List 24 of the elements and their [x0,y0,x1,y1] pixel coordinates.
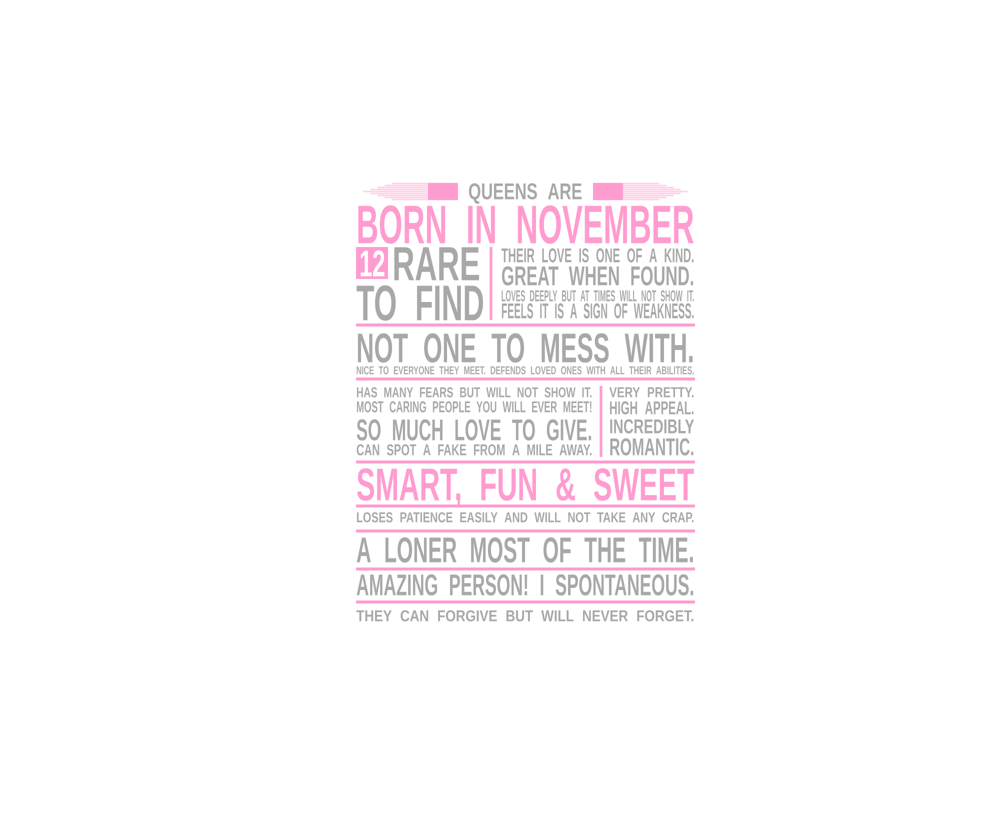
body-text: HAS MANY FEARS BUT WILL NOT SHOW IT. [356,387,592,398]
body-text: TO FIND [356,285,484,321]
body-text: LOVES DEEPLY BUT AT TIMES WILL NOT SHOW IT. [502,290,694,302]
body-text: THEIR LOVE IS ONE OF A KIND. [501,248,694,262]
body-text: ROMANTIC. [610,438,694,456]
body-text: MOST CARING PEOPLE YOU WILL EVER MEET! [356,401,592,412]
body-text: GREAT WHEN FOUND. [502,266,694,286]
body-text: INCREDIBLY [610,419,694,434]
body-text: NICE TO EVERYONE THEY MEET. DEFENDS LOVED ONES WITH ALL THEIR ABILITIES. [356,366,694,374]
body-text: SO MUCH LOVE TO GIVE. [356,419,592,441]
body-text: LOSES PATIENCE EASILY AND WILL NOT TAKE ANY CRAP. [357,512,694,522]
body-text: RARE [394,247,480,280]
number-badge: 12 [356,247,388,279]
slogan-text: SMART, FUN & SWEET [357,468,694,508]
body-text: AMAZING PERSON! I SPONTANEOUS. [356,574,694,596]
body-text: THEY CAN FORGIVE BUT WILL NEVER FORGET. [356,610,694,622]
body-text: A LONER MOST OF THE TIME. [356,537,693,563]
body-text: CAN SPOT A FAKE FROM A MILE AWAY. [356,444,592,456]
heading-text: QUEENS ARE [468,183,582,204]
title-text: BORN IN NOVEMBER [358,205,694,244]
body-text: NOT ONE TO MESS WITH. [358,333,693,363]
body-text: FEELS IT IS A SIGN OF WEAKNESS. [502,303,694,318]
body-text: HIGH APPEAL. [610,401,694,414]
body-text: VERY PRETTY. [609,387,694,398]
